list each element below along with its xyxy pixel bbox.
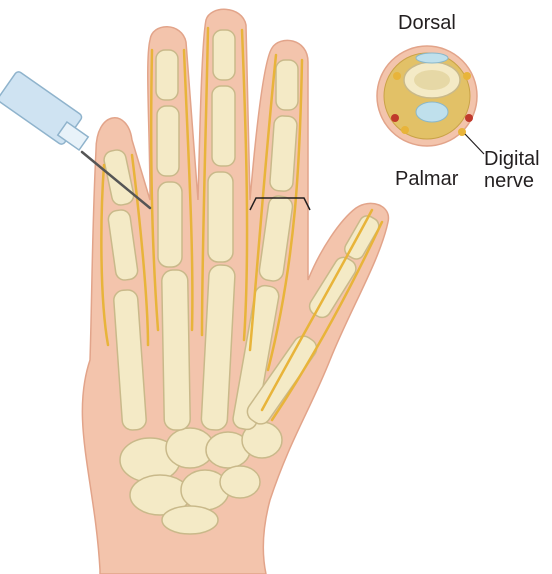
digital-nerve-label: Digital nerve: [484, 148, 540, 192]
dorsal-label: Dorsal: [398, 12, 456, 34]
second-finger-bones: [156, 50, 182, 267]
palmar-label: Palmar: [395, 168, 458, 190]
finger-cross-section-icon: [377, 46, 484, 154]
